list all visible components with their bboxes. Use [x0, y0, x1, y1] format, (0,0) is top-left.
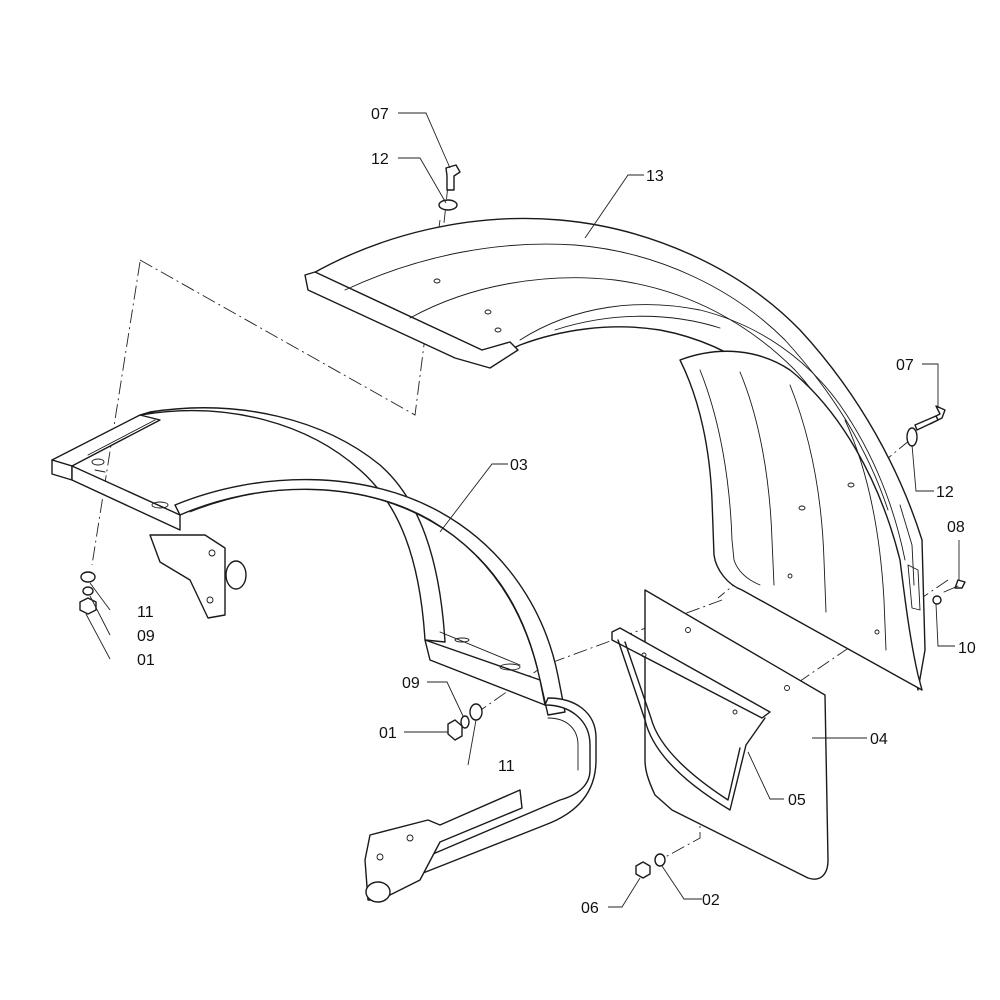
callout-04: 04 [870, 731, 888, 748]
callout-03: 03 [510, 457, 528, 474]
callout-08: 08 [947, 519, 965, 536]
callout-13: 13 [646, 168, 664, 185]
callout-01-left: 01 [137, 652, 155, 669]
callout-07-top: 07 [371, 106, 389, 123]
leader-lines [85, 112, 960, 908]
callout-06: 06 [581, 900, 599, 917]
support-frame [51, 407, 597, 903]
callout-02: 02 [702, 892, 720, 909]
callout-01-center: 01 [379, 725, 397, 742]
callout-07-right: 07 [896, 357, 914, 374]
callout-09-left: 09 [137, 628, 155, 645]
callout-12-top: 12 [371, 151, 389, 168]
callout-05: 05 [788, 792, 806, 809]
hardware [79, 164, 966, 879]
mud-flap [644, 589, 829, 880]
callout-10: 10 [958, 640, 976, 657]
callout-labels: 07 12 13 07 12 08 10 03 11 09 01 09 01 1… [137, 106, 976, 917]
callout-09-center: 09 [402, 675, 420, 692]
callout-11-center: 11 [498, 758, 515, 775]
flap-bracket [611, 627, 771, 811]
mudguard-shell [304, 217, 926, 691]
callout-11-left: 11 [137, 604, 154, 621]
callout-12-right: 12 [936, 484, 954, 501]
